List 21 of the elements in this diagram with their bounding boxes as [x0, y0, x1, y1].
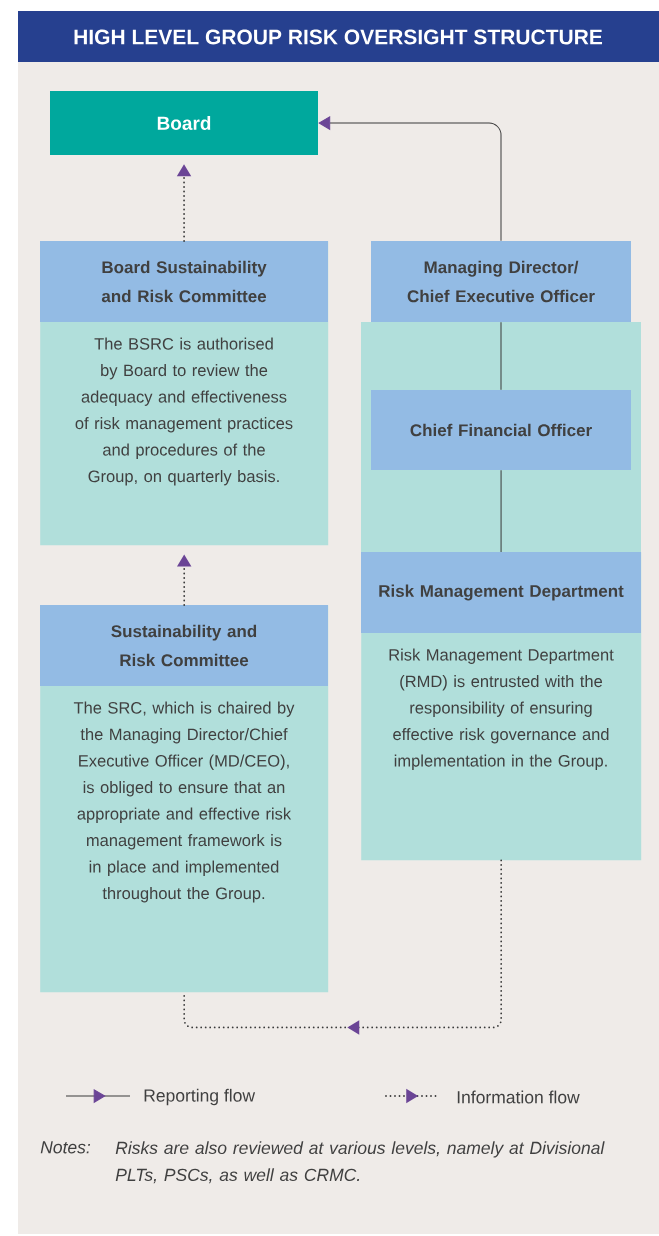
board-box: Board — [50, 91, 318, 155]
arrow — [318, 116, 502, 242]
committee-card — [361, 552, 642, 861]
card-heading: Risk Management Department — [379, 584, 624, 601]
card-text: The BSRC is authorised by Board to review the adequacy and effectiveness of risk management practices and procedures of the Group, on quarterly basis. — [75, 337, 293, 486]
card-text: Risk Management Department (RMD) is entrusted with the responsibility of ensuring effective risk governance and implementation in the Group. — [389, 648, 614, 770]
role-box: Managing Director/ Chief Executive Officer — [371, 241, 631, 322]
legend-label: Information flow — [457, 1090, 580, 1104]
card-heading: Board Sustainability and Risk Committee — [101, 260, 267, 303]
committee-card — [40, 605, 329, 993]
card-heading: Sustainability and Risk Committee — [111, 624, 257, 667]
committee-card — [40, 241, 329, 546]
card-text: The SRC, which is chaired by the Managing Director/Chief Executive Officer (MD/CEO), is obliged to ensure that an appropriate and effective risk management framework is in place and implemented throughout the Group. — [73, 701, 295, 903]
title-bar: HIGH LEVEL GROUP RISK OVERSIGHT STRUCTURE — [18, 11, 659, 62]
connector-line — [500, 321, 502, 391]
legend-label: Reporting flow — [144, 1088, 256, 1106]
note-text: Risks are also reviewed at various levels, namely at Divisional PLTs, PSCs, as well as CRMC. — [115, 1141, 605, 1184]
arrow — [183, 859, 503, 1035]
note-text: Notes: — [40, 1141, 91, 1154]
role-box: Chief Financial Officer — [371, 390, 631, 470]
connector-line — [500, 469, 502, 553]
